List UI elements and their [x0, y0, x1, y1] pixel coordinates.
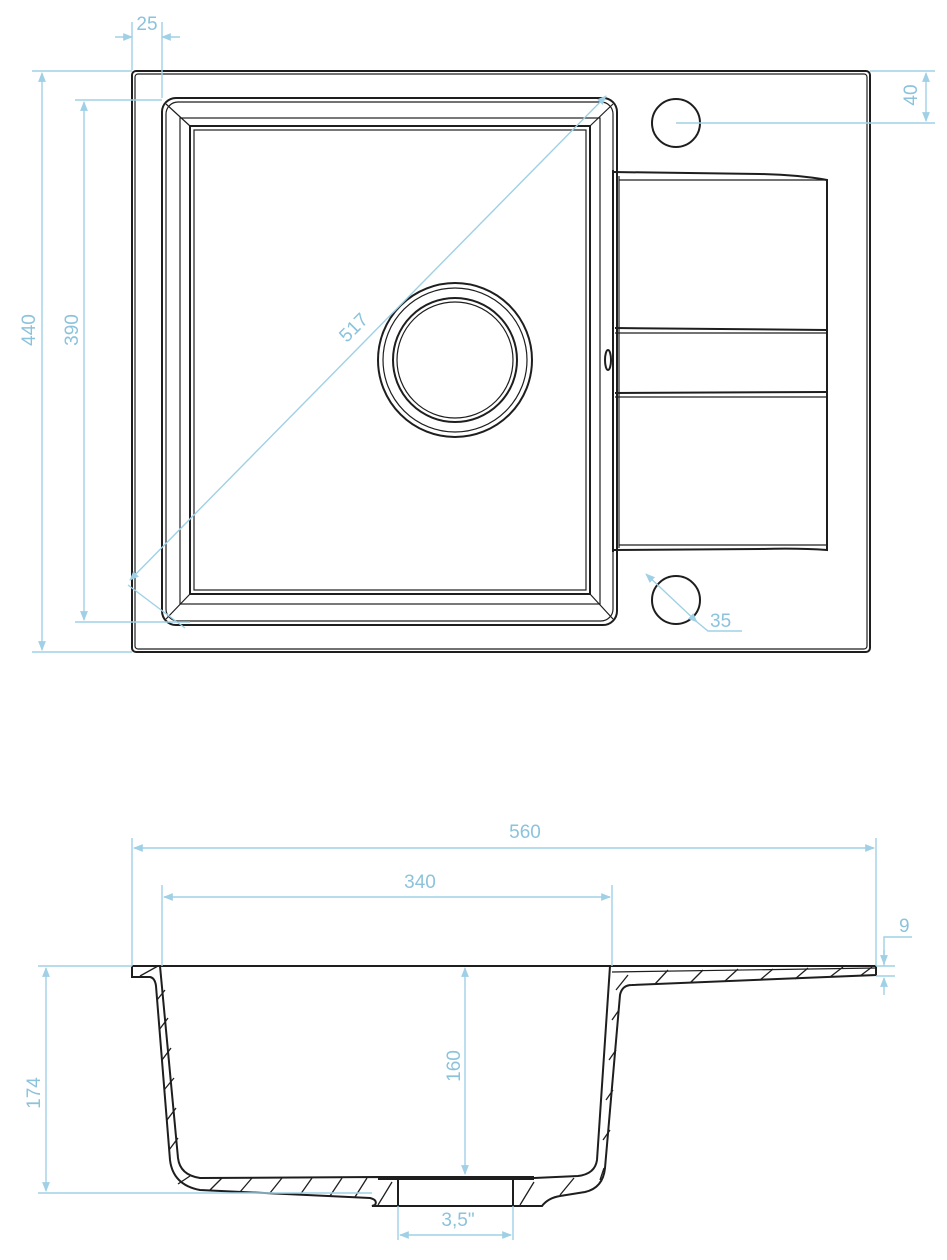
dim-bowl-width: 340 — [161, 872, 613, 966]
dim-label: 35 — [710, 611, 731, 632]
dim-label: 174 — [24, 1077, 45, 1109]
dim-bowl-diagonal: 517 — [127, 95, 607, 629]
dim-tap-hole-offset: 40 — [676, 70, 935, 124]
dim-overall-height: 174 — [24, 965, 372, 1194]
dim-label: 440 — [19, 314, 40, 346]
dim-tap-hole-diameter: 35 — [645, 573, 742, 632]
dim-label: 3,5" — [441, 1210, 474, 1231]
dim-bowl-height: 160 — [444, 967, 469, 1175]
dim-rim-thickness: 9 — [876, 916, 912, 995]
drainboard — [604, 170, 828, 552]
dim-label: 517 — [335, 309, 372, 346]
drain — [377, 282, 533, 438]
dim-overall-width: 560 — [131, 822, 877, 966]
tap-hole-bottom — [651, 575, 701, 625]
top-view: 25 440 390 517 40 35 — [19, 14, 935, 653]
dim-label: 340 — [404, 872, 436, 893]
dim-label: 9 — [899, 916, 910, 937]
side-view: 560 340 9 174 160 — [24, 822, 912, 1240]
dim-label: 160 — [444, 1050, 465, 1082]
bowl — [161, 97, 618, 626]
sink-outline — [131, 70, 871, 653]
section-hatching — [139, 965, 873, 1206]
dim-label: 560 — [509, 822, 541, 843]
dim-label: 40 — [901, 84, 922, 105]
dim-label: 390 — [62, 314, 83, 346]
dim-label: 25 — [136, 14, 157, 35]
dim-rim-width: 25 — [115, 14, 180, 98]
dim-drain-size: 3,5" — [397, 1206, 514, 1240]
dim-overall-depth: 440 — [19, 70, 132, 653]
sink-profile — [131, 965, 877, 1207]
dim-bowl-depth: 390 — [62, 99, 190, 623]
